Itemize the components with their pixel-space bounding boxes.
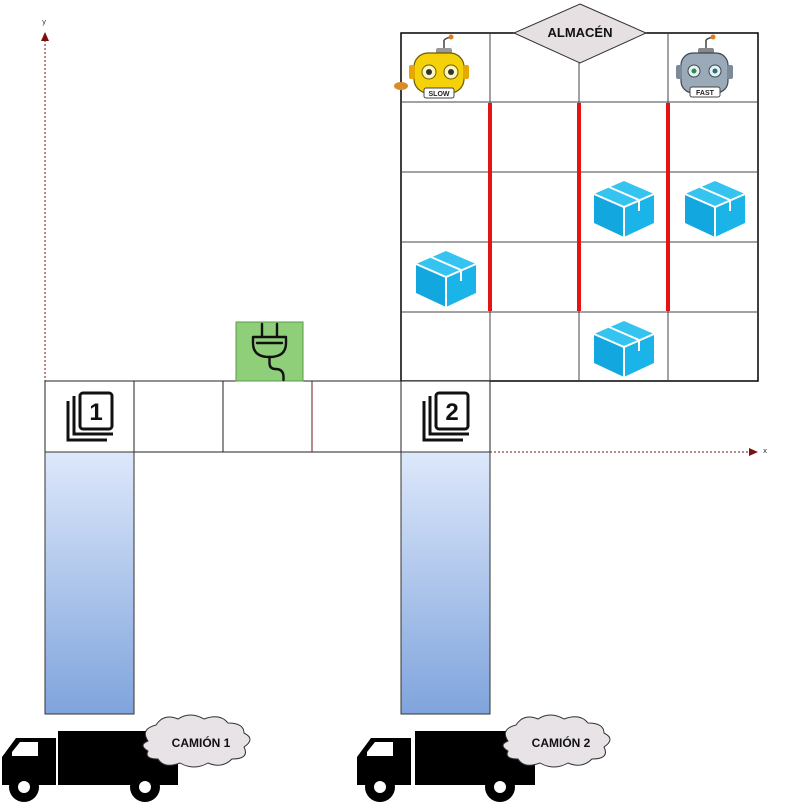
- charging-station: [235, 321, 304, 382]
- dock-2-label: 2: [445, 399, 458, 426]
- truck-2-icon: CAMIÓN 2: [357, 714, 611, 802]
- slow-robot-label: SLOW: [429, 91, 450, 98]
- slow-robot-icon: SLOW: [394, 34, 469, 99]
- warehouse-label: ALMACÉN: [512, 3, 648, 64]
- truck-1-icon: CAMIÓN 1: [2, 714, 251, 802]
- corridor: [44, 380, 491, 453]
- fast-robot-icon: FAST: [676, 34, 733, 98]
- truck-2-label: CAMIÓN 2: [532, 735, 591, 750]
- loading-lane-1: [44, 451, 135, 715]
- fast-robot-label: FAST: [696, 90, 715, 97]
- x-axis-label: x: [763, 447, 767, 455]
- truck-1-label: CAMIÓN 1: [172, 735, 231, 750]
- dock-1-label: 1: [89, 399, 102, 426]
- dock-2-icon: 2: [422, 391, 470, 442]
- plug-icon: [251, 322, 288, 382]
- loading-lane-2: [400, 451, 491, 715]
- y-axis-label: y: [42, 18, 46, 26]
- x-axis: x: [490, 447, 767, 456]
- warehouse-title: ALMACÉN: [548, 25, 613, 40]
- shelf-walls: [488, 103, 670, 311]
- dock-1-icon: 1: [66, 391, 114, 442]
